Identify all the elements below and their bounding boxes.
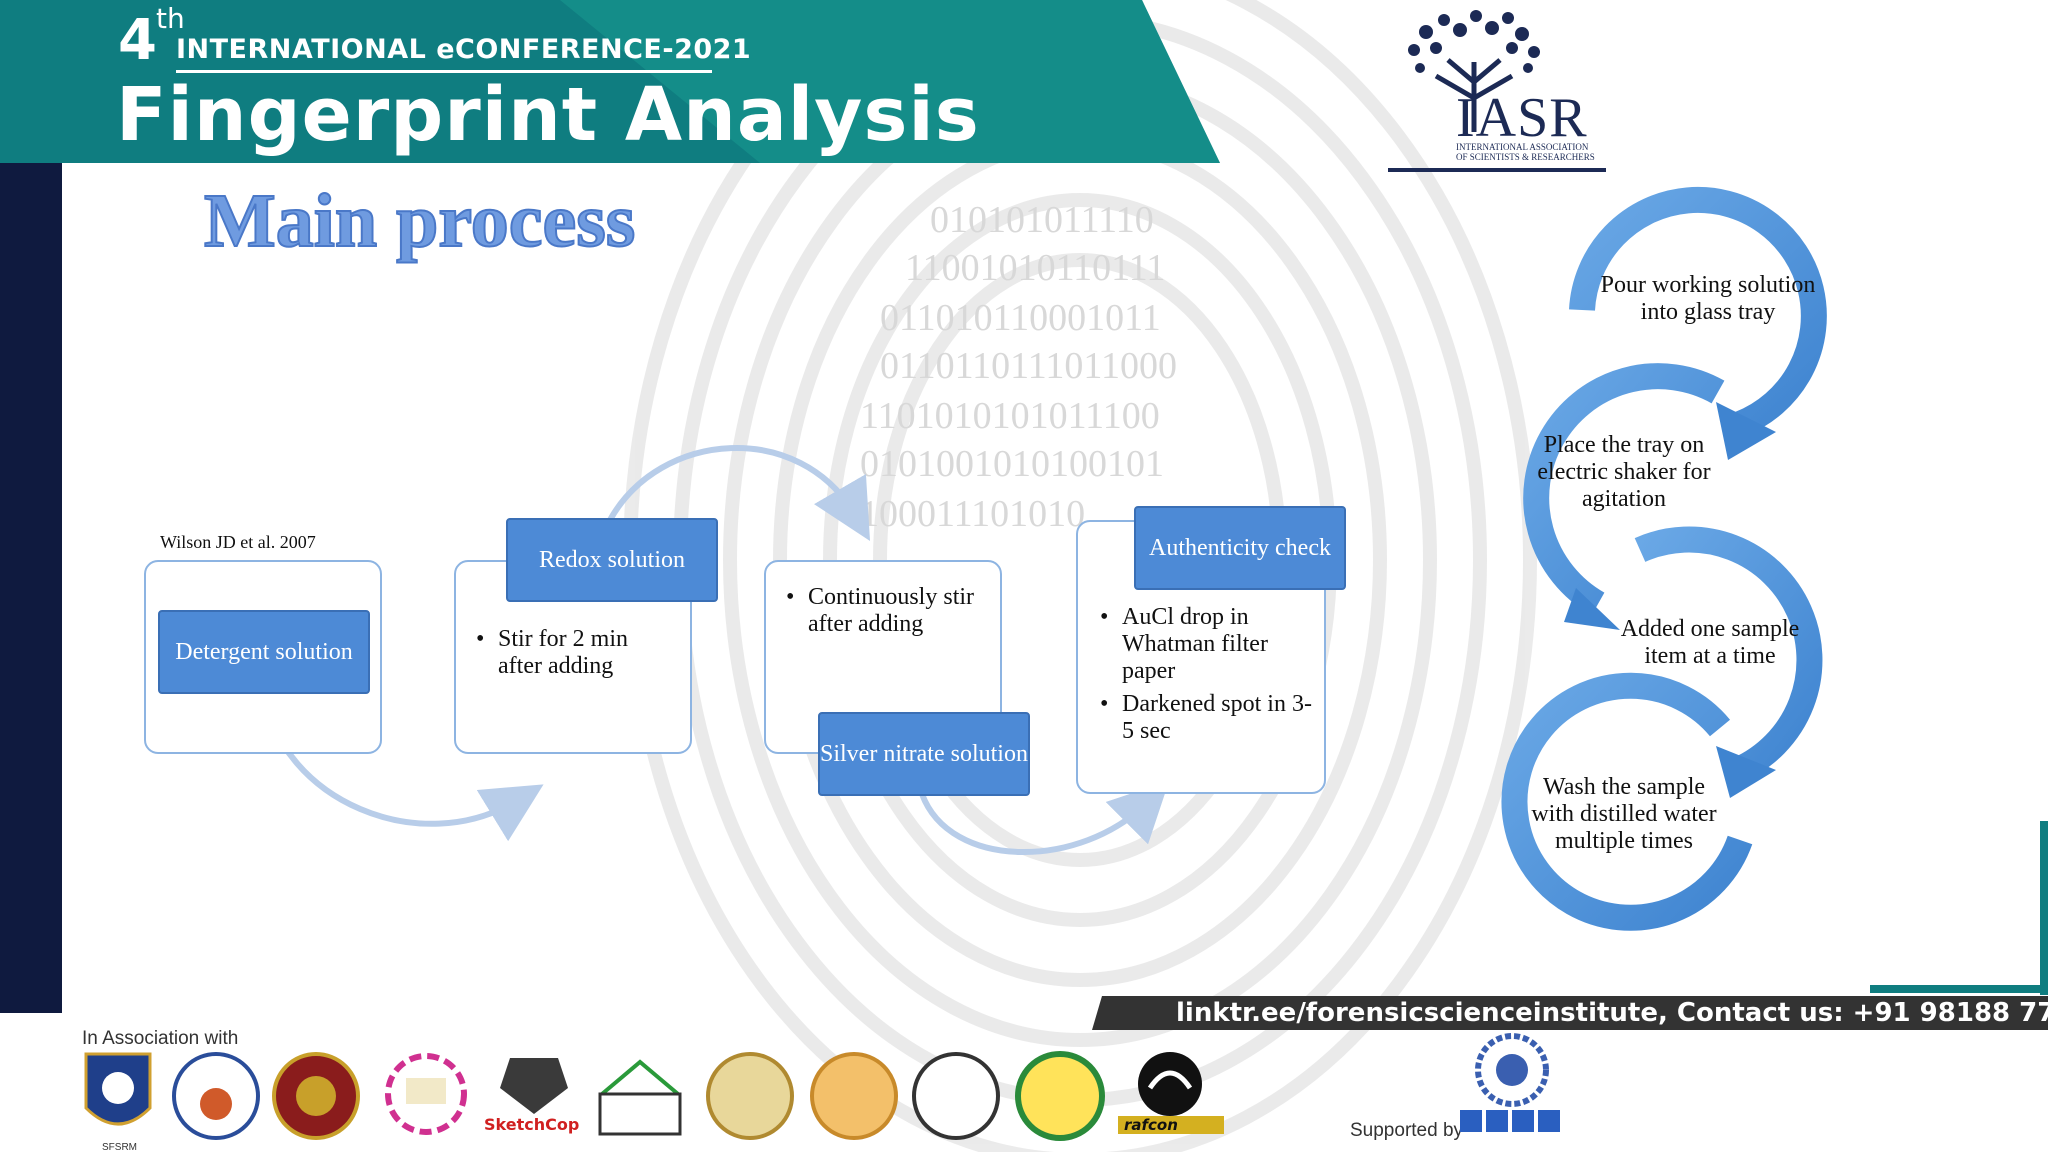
left-accent-strip bbox=[0, 163, 62, 1013]
right-accent-lines bbox=[1870, 821, 2048, 995]
footer-contact-bar bbox=[1092, 996, 2048, 1030]
conference-title: INTERNATIONAL eCONFERENCE-2021 bbox=[176, 34, 752, 65]
cycle-arc-2 bbox=[1523, 363, 1725, 616]
cycle-step-4: Wash the sample with distilled water mul… bbox=[1531, 774, 1717, 854]
f-lab-logo-icon bbox=[598, 1059, 682, 1136]
svg-text:0101001010100101: 0101001010100101 bbox=[860, 443, 1164, 485]
svg-text:010101011110: 010101011110 bbox=[930, 199, 1154, 241]
safs-logo-icon bbox=[1460, 1110, 1560, 1132]
law-logo-icon bbox=[706, 1052, 794, 1140]
association-seal-icon bbox=[912, 1052, 1000, 1140]
title-underline bbox=[176, 70, 712, 73]
step4-label: Authenticity check bbox=[1134, 506, 1346, 590]
sketchcop-label: SketchCop bbox=[484, 1115, 579, 1134]
step3-label: Silver nitrate solution bbox=[818, 712, 1030, 796]
cycle-arc-4 bbox=[1501, 672, 1753, 931]
conference-number: 4 bbox=[118, 8, 157, 73]
step4-bullet: Darkened spot in 3-5 sec bbox=[1100, 691, 1320, 745]
logo-subtext-line2: OF SCIENTISTS & RESEARCHERS bbox=[1456, 152, 1595, 162]
conference-suffix: th bbox=[156, 2, 185, 35]
step2-bullet: Stir for 2 min after adding bbox=[476, 626, 676, 680]
association-label: In Association with bbox=[82, 1028, 239, 1049]
supported-label: Supported by bbox=[1350, 1120, 1464, 1141]
sfsrm-logo-icon bbox=[84, 1052, 152, 1126]
step2-label: Redox solution bbox=[506, 518, 718, 602]
cycle-arc-3 bbox=[1634, 526, 1823, 782]
cycle-arrowhead-3 bbox=[1716, 746, 1776, 798]
cycle-diagram bbox=[1501, 186, 1827, 931]
step2-bullets: Stir for 2 min after adding bbox=[476, 626, 676, 680]
sketchcop-logo-icon bbox=[500, 1058, 568, 1114]
citation: Wilson JD et al. 2007 bbox=[160, 532, 316, 552]
step3-bullets: Continuously stir after adding bbox=[786, 584, 996, 638]
cycle-arrowhead-1 bbox=[1716, 402, 1776, 460]
sfsrm-label: SFSRM bbox=[102, 1142, 137, 1152]
iasr-logo bbox=[1336, 2, 1606, 178]
logo-subtext-line1: INTERNATIONAL ASSOCIATION bbox=[1456, 142, 1589, 152]
footer-contact[interactable]: linktr.ee/forensicscienceinstitute, Cont… bbox=[1176, 998, 2048, 1028]
cycle-arrowhead-2 bbox=[1564, 588, 1620, 630]
forensic-logo-icon bbox=[810, 1052, 898, 1140]
cycle-arc-1 bbox=[1569, 186, 1827, 437]
rafcon-logo-icon bbox=[1118, 1052, 1224, 1134]
topic-title: Fingerprint Analysis bbox=[116, 72, 980, 158]
svg-text:0110110111011000: 0110110111011000 bbox=[880, 345, 1177, 387]
binary-pattern: 010101011110 11001010110111 011010110001… bbox=[860, 199, 1177, 535]
cycle-step-1: Pour working solution into glass tray bbox=[1600, 272, 1816, 325]
tree-logo-icon bbox=[1388, 10, 1606, 172]
logo-text: IASR bbox=[1456, 87, 1588, 149]
step4-bullet: AuCl drop in Whatman filter paper bbox=[1100, 604, 1320, 685]
cycle-step-2: Place the tray on electric shaker for ag… bbox=[1537, 432, 1711, 512]
svg-text:1101010101011100: 1101010101011100 bbox=[860, 395, 1160, 437]
step4-bullets: AuCl drop in Whatman filter paper Darken… bbox=[1100, 604, 1320, 745]
sponsor-logos bbox=[1460, 1033, 1560, 1132]
svg-text:11001010110111: 11001010110111 bbox=[905, 247, 1165, 289]
logo-subtext: INTERNATIONAL ASSOCIATION OF SCIENTISTS … bbox=[1456, 142, 1595, 162]
header-banner bbox=[0, 0, 1220, 163]
step3-bullet: Continuously stir after adding bbox=[786, 584, 996, 638]
green-seal-icon bbox=[1015, 1051, 1105, 1141]
step1-label: Detergent solution bbox=[158, 610, 370, 694]
svg-text:100011101010: 100011101010 bbox=[860, 493, 1085, 535]
section-title: Main process bbox=[203, 178, 636, 264]
clue-logo-icon bbox=[385, 1053, 467, 1135]
arrow-step3-to-step4 bbox=[919, 780, 1170, 855]
rafcon-label: rafcon bbox=[1124, 1116, 1178, 1134]
svg-text:011010110001011: 011010110001011 bbox=[880, 297, 1161, 339]
arrow-step2-to-step3 bbox=[607, 445, 871, 541]
cycle-step-3: Added one sample item at a time bbox=[1620, 616, 1800, 669]
association-logos: SFSRM SketchCop rafcon bbox=[84, 1051, 1224, 1152]
